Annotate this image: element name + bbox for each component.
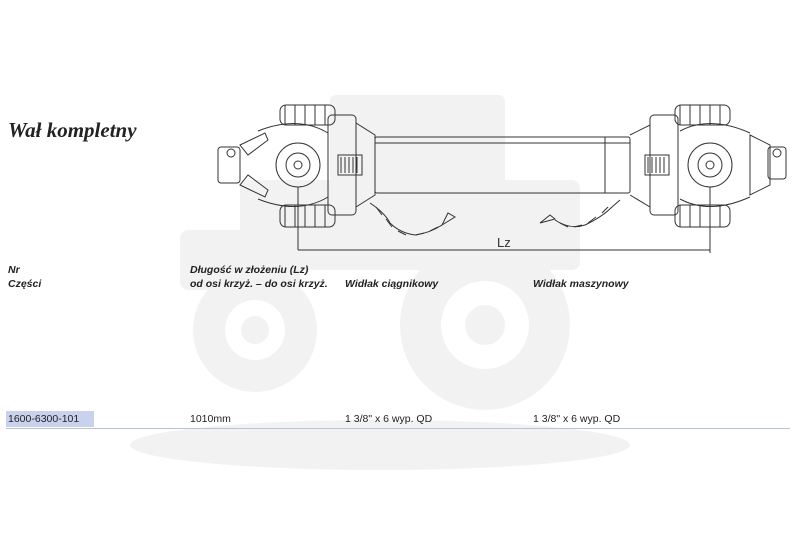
dimension-lz (297, 187, 711, 253)
left-yoke-assembly (217, 104, 376, 228)
machine-yoke-value: 1 3/8" x 6 wyp. QD (533, 413, 621, 425)
table-row-part-number[interactable]: 1600-6300-101 (6, 411, 94, 427)
header-length-line1: Długość w złożeniu (Lz) (190, 264, 309, 276)
table-row-divider (6, 428, 790, 429)
part-number-value: 1600-6300-101 (8, 413, 80, 425)
dimension-lz-label: Lz (497, 235, 511, 250)
header-length: Długość w złożeniu (Lz) od osi krzyż. – … (190, 263, 328, 291)
page-title: Wał kompletny (8, 118, 137, 142)
shaft-tube (374, 136, 631, 194)
header-part-number-line2: Części (8, 278, 42, 290)
header-length-line2: od osi krzyż. – do osi krzyż. (190, 278, 328, 290)
safety-chain-left (369, 202, 456, 236)
header-part-number-line1: Nr (8, 264, 20, 276)
header-part-number: Nr Części (8, 263, 41, 291)
right-yoke-assembly (629, 104, 787, 228)
pto-shaft-drawing: Lz (217, 104, 787, 253)
safety-chain-right (539, 199, 621, 228)
length-value: 1010mm (190, 413, 231, 425)
header-machine-yoke: Widłak maszynowy (533, 278, 629, 290)
header-tractor-yoke: Widłak ciągnikowy (345, 278, 439, 290)
tractor-yoke-value: 1 3/8" x 6 wyp. QD (345, 413, 433, 425)
